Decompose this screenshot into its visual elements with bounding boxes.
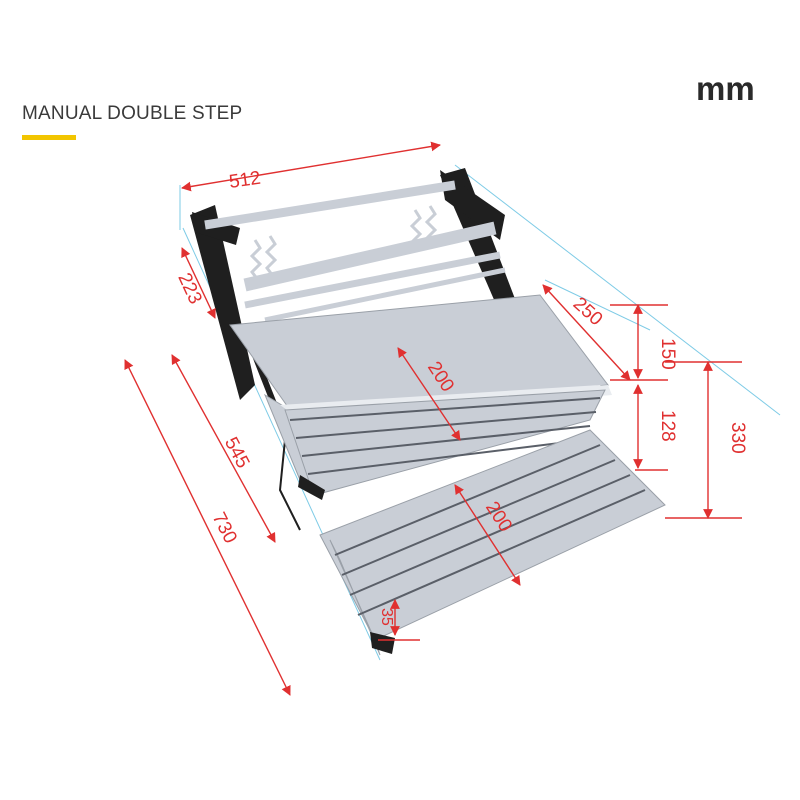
- dim-bracket-depth: 223: [173, 270, 205, 308]
- rail-rods: [204, 180, 506, 323]
- dim-total-extension: 730: [208, 509, 241, 547]
- dim-step-depth-top: 250: [569, 293, 607, 330]
- dim-top-rise: 150: [657, 338, 678, 370]
- diagram-title: MANUAL DOUBLE STEP: [22, 103, 243, 124]
- dim-width-top: 512: [228, 168, 262, 193]
- dim-upper-extension: 545: [220, 434, 253, 472]
- title-accent-bar: [22, 135, 76, 140]
- unit-label: mm: [696, 70, 755, 107]
- dim-step-rise: 128: [657, 410, 678, 442]
- springs: [249, 205, 438, 281]
- dim-total-height: 330: [727, 422, 748, 454]
- dim-tread-thickness: 35: [378, 608, 395, 626]
- dimension-lines: [124, 141, 742, 696]
